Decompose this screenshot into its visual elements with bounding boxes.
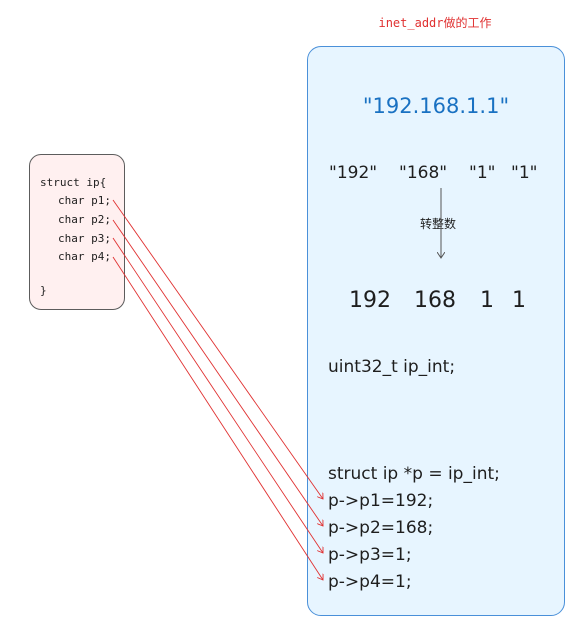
- assignment-p4: p->p4=1;: [328, 572, 412, 592]
- struct-box: [29, 154, 125, 310]
- number-2: 168: [414, 288, 456, 313]
- assignment-p1: p->p1=192;: [328, 491, 434, 511]
- explanation-box: [307, 46, 565, 616]
- convert-label: 转整数: [420, 217, 457, 231]
- struct-field-p3: char p3;: [58, 232, 111, 245]
- struct-header: struct ip{: [40, 176, 107, 189]
- pointer-line: struct ip *p = ip_int;: [328, 464, 500, 484]
- mapping-arrow-p2: [112, 219, 323, 526]
- diagram-caption: inet_addr做的工作: [378, 16, 492, 30]
- mapping-arrow-p4: [112, 256, 323, 580]
- mapping-arrow-p3: [112, 237, 323, 553]
- number-4: 1: [512, 288, 526, 313]
- ip-string: "192.168.1.1": [362, 94, 510, 118]
- struct-field-p4: char p4;: [58, 250, 111, 263]
- struct-field-p1: char p1;: [58, 194, 111, 207]
- assignment-p3: p->p3=1;: [328, 545, 412, 565]
- mapping-arrow-p1: [112, 199, 323, 499]
- string-part-4: "1": [511, 163, 538, 183]
- struct-field-p2: char p2;: [58, 213, 111, 226]
- string-part-1: "192": [329, 163, 378, 183]
- number-3: 1: [480, 288, 494, 313]
- string-part-3: "1": [469, 163, 496, 183]
- string-part-2: "168": [399, 163, 448, 183]
- struct-closing: }: [40, 284, 47, 297]
- declaration-line: uint32_t ip_int;: [328, 357, 456, 377]
- assignment-p2: p->p2=168;: [328, 518, 434, 538]
- number-1: 192: [349, 288, 391, 313]
